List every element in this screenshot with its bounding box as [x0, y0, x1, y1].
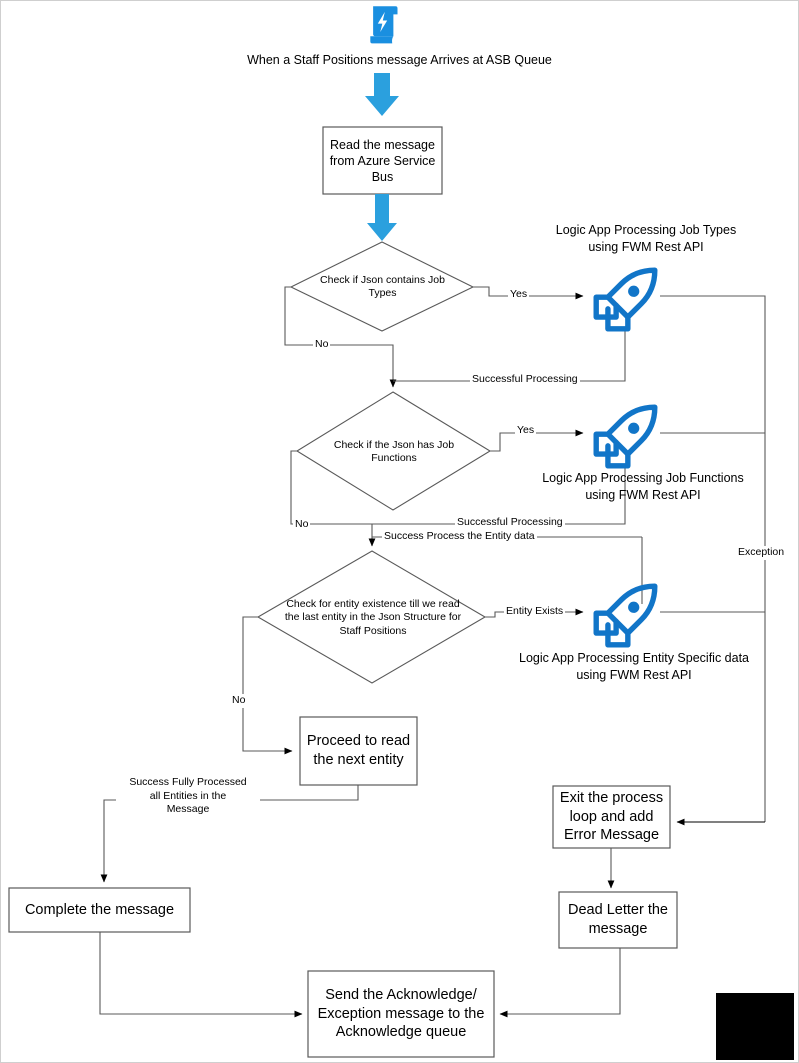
node-decision-job-types — [289, 241, 475, 332]
node-exit-process-loop-box — [552, 785, 671, 849]
caption-logic-app-job-types: Logic App Processing Job Types using FWM… — [555, 223, 737, 254]
edge-label-exception: Exception — [736, 546, 787, 560]
node-send-acknowledge-box — [307, 970, 495, 1058]
edge-label-successful-processing-1: Successful Processing — [470, 373, 580, 387]
rocket-icon-job-functions — [588, 399, 663, 474]
edge-exception-rail-1 — [660, 295, 766, 822]
edge-label-success-process-entity: Success Process the Entity data — [382, 530, 537, 544]
node-read-message-box — [322, 126, 443, 195]
azure-logic-apps-icon — [360, 2, 405, 48]
edge-no-job-types — [284, 286, 397, 388]
edge-label-success-fully-processed: Success Fully Processed all Entities in … — [116, 776, 260, 817]
edge-label-no-entity: No — [230, 694, 248, 708]
edge-complete-to-acknowledge — [99, 932, 303, 1018]
caption-logic-app-job-functions: Logic App Processing Job Functions using… — [542, 471, 744, 502]
edge-no-entity — [242, 616, 293, 755]
edge-label-no-job-functions: No — [293, 518, 311, 532]
rocket-icon-entity-specific — [588, 578, 663, 653]
edge-label-successful-processing-2: Successful Processing — [455, 516, 565, 530]
edge-label-no-job-types: No — [313, 338, 331, 352]
node-complete-message-box — [8, 887, 191, 933]
rocket-icon-job-types — [588, 262, 663, 337]
node-proceed-next-entity-box — [299, 716, 418, 786]
edge-label-entity-exists: Entity Exists — [504, 605, 566, 619]
node-decision-entity-existence — [256, 550, 487, 684]
node-decision-job-functions — [295, 391, 492, 511]
node-dead-letter-box — [558, 891, 678, 949]
edge-yes-job-functions — [490, 429, 584, 452]
edge-label-yes-job-types: Yes — [508, 288, 530, 302]
edge-yes-job-types — [473, 286, 584, 300]
trigger-title: When a Staff Positions message Arrives a… — [247, 53, 552, 67]
edge-label-yes-job-functions: Yes — [515, 424, 537, 438]
trigger-arrow-icon — [365, 73, 399, 116]
caption-logic-app-entity-specific: Logic App Processing Entity Specific dat… — [519, 651, 749, 682]
black-rectangle-artifact — [716, 993, 794, 1060]
edge-no-job-functions — [290, 450, 376, 547]
read-to-decision-arrow — [367, 194, 397, 241]
edge-dead-letter-to-acknowledge — [499, 948, 621, 1018]
